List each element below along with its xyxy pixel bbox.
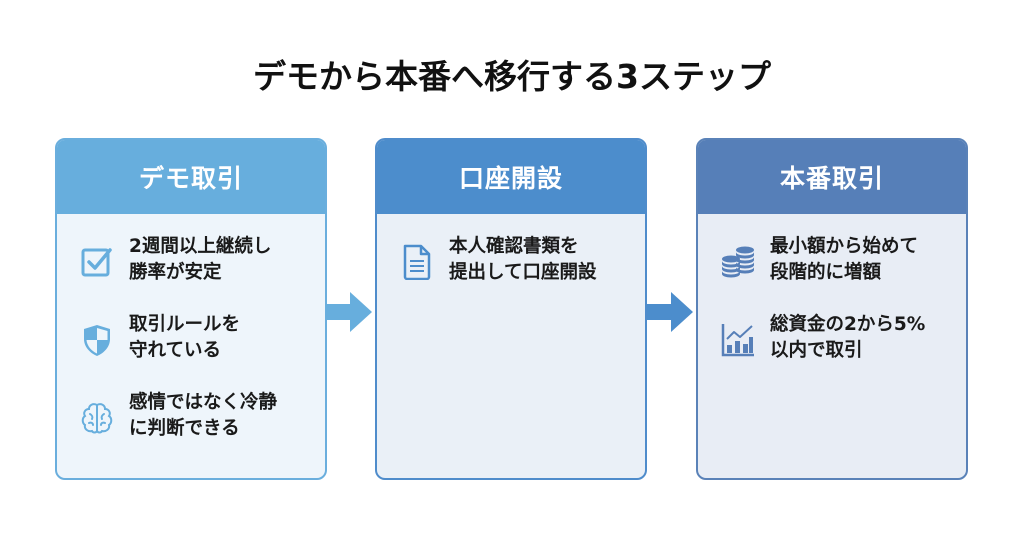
list-item: 取引ルールを 守れている xyxy=(79,312,307,364)
list-item: 最小額から始めて 段階的に増額 xyxy=(720,234,948,286)
step-card-live-trading: 本番取引 最小額から始めて 段階的に増額 xyxy=(696,138,968,480)
arrow-right-icon xyxy=(326,292,372,332)
item-text: 総資金の2から5% 以内で取引 xyxy=(770,314,926,361)
item-text: 2週間以上継続し 勝率が安定 xyxy=(129,236,272,283)
list-item: 本人確認書類を 提出して口座開設 xyxy=(399,234,627,286)
item-text: 取引ルールを 守れている xyxy=(129,314,241,361)
step-card-demo: デモ取引 2週間以上継続し 勝率が安定 xyxy=(55,138,327,480)
item-text: 本人確認書類を 提出して口座開設 xyxy=(449,236,597,283)
document-icon xyxy=(399,244,435,280)
item-text: 感情ではなく冷静 に判断できる xyxy=(129,392,278,439)
step-header: 本番取引 xyxy=(698,140,966,214)
brain-icon xyxy=(79,400,115,436)
list-item: 2週間以上継続し 勝率が安定 xyxy=(79,234,307,286)
list-item: 総資金の2から5% 以内で取引 xyxy=(720,312,948,364)
page-title: デモから本番へ移行する3ステップ xyxy=(253,57,771,96)
shield-icon xyxy=(79,322,115,358)
step-body: 最小額から始めて 段階的に増額 総資金の2から5% 以内で取引 xyxy=(698,214,966,364)
item-text: 最小額から始めて 段階的に増額 xyxy=(770,236,919,283)
step-body: 2週間以上継続し 勝率が安定 取引ルールを 守れている xyxy=(57,214,325,442)
bar-chart-icon xyxy=(720,322,756,358)
checkbox-icon xyxy=(79,244,115,280)
step-header: 口座開設 xyxy=(377,140,645,214)
step-body: 本人確認書類を 提出して口座開設 xyxy=(377,214,645,286)
step-card-account-opening: 口座開設 本人確認書類を 提出して口座開設 xyxy=(375,138,647,480)
arrow-right-icon xyxy=(647,292,693,332)
coins-icon xyxy=(720,244,756,280)
step-header: デモ取引 xyxy=(57,140,325,214)
list-item: 感情ではなく冷静 に判断できる xyxy=(79,390,307,442)
